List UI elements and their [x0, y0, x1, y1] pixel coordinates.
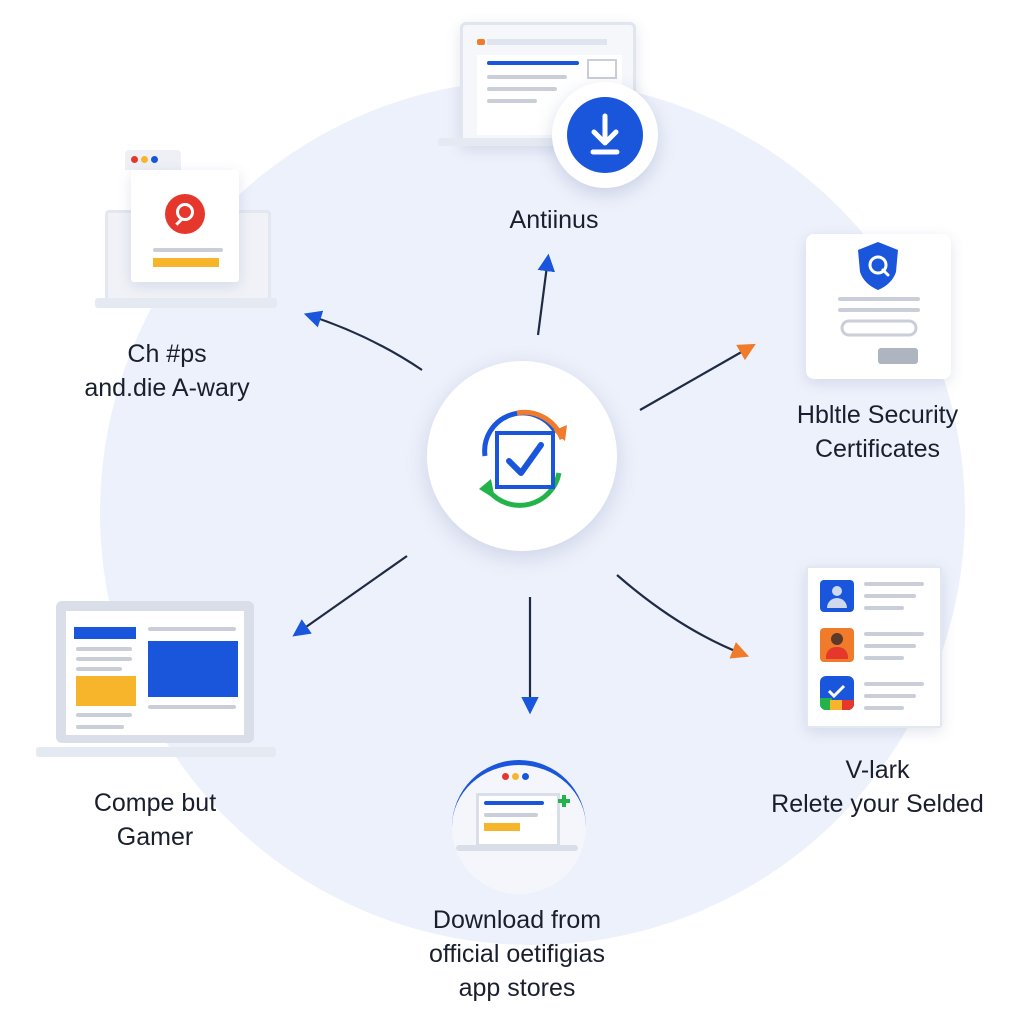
node-top-left-graphic [95, 150, 280, 315]
document-card [131, 170, 239, 282]
label-bottom-left-line-2: Gamer [116, 823, 194, 851]
label-bottom-line-3: app stores [458, 974, 576, 1002]
node-bottom-graphic [452, 760, 586, 894]
label-bottom-right-line-2: Relete your Selded [771, 790, 984, 818]
laptop-base [438, 138, 648, 146]
node-top-graphic [438, 20, 668, 190]
center-hub [427, 361, 617, 551]
arrow-to-bottom-left [292, 555, 408, 637]
download-icon [567, 97, 643, 173]
arrow-to-top-left [303, 310, 423, 371]
sync-check-icon [479, 409, 567, 508]
arrow-to-top-right [639, 343, 756, 411]
label-bottom-left-line-1: Compe but [93, 789, 217, 817]
search-icon [165, 194, 205, 234]
label-top-left-line-1: Ch #ps [127, 340, 207, 368]
arrow-to-bottom-right [616, 574, 750, 659]
node-bottom-right-graphic [806, 566, 942, 728]
label-top-line-1: Antiinus [509, 206, 599, 234]
label-bottom-line-2: official oetifigias [428, 940, 606, 968]
label-bottom-right-line-1: V-lark [845, 756, 910, 784]
arrow-to-top [536, 253, 556, 336]
user-avatar-icon [820, 580, 854, 612]
label-bottom-left: Compe but Gamer [55, 786, 255, 854]
node-bottom-left-graphic [36, 601, 276, 766]
label-top-right: Hbltle Security Certificates [770, 398, 985, 466]
plus-icon [558, 795, 570, 807]
label-bottom-right: V-lark Relete your Selded [760, 753, 995, 821]
download-badge [552, 82, 658, 188]
label-top: Antiinus [454, 203, 654, 237]
label-top-left: Ch #ps and.die A-wary [57, 337, 277, 405]
verified-badge-icon [820, 676, 854, 710]
label-top-right-line-2: Certificates [814, 435, 941, 463]
label-bottom-line-1: Download from [432, 906, 602, 934]
user-photo-icon [820, 628, 854, 662]
node-top-right-graphic [806, 234, 951, 379]
label-top-right-line-1: Hbltle Security [796, 401, 959, 429]
shield-search-icon [838, 242, 920, 364]
label-top-left-line-2: and.die A-wary [84, 374, 250, 402]
label-bottom: Download from official oetifigias app st… [392, 903, 642, 1005]
